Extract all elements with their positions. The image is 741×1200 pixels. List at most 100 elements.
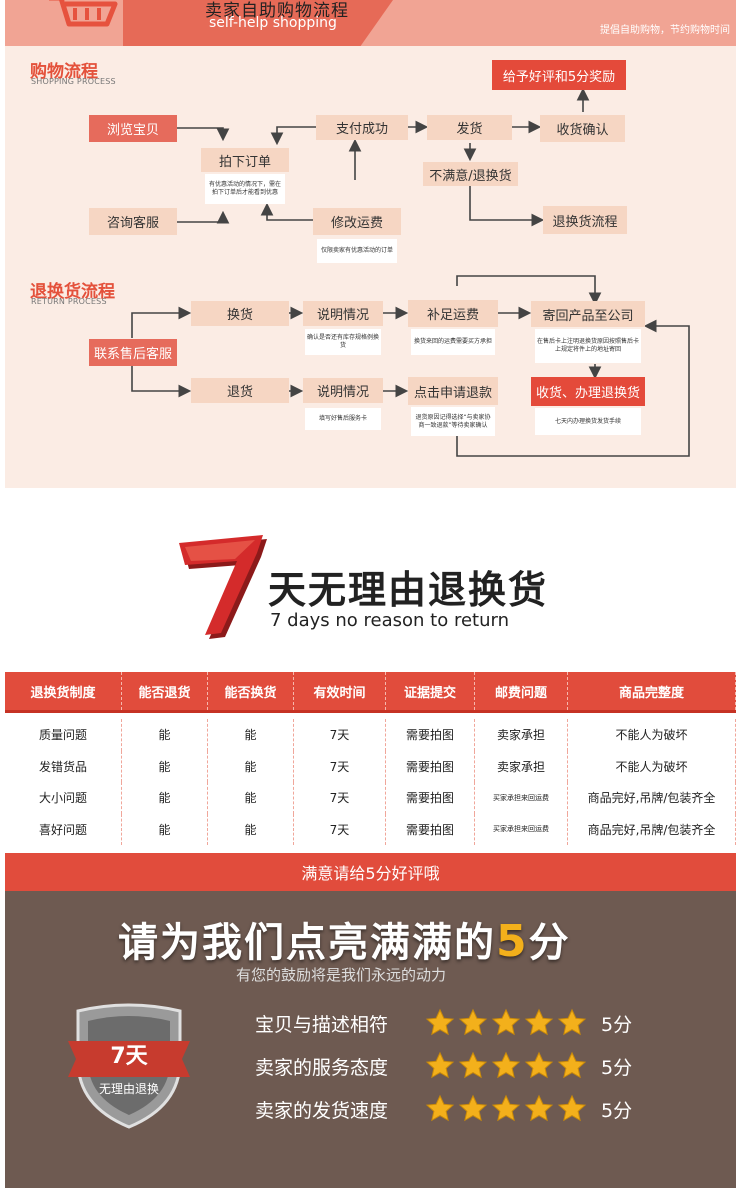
star-rating — [425, 1051, 587, 1081]
return-policy-table: 退换货制度 能否退货 能否换货 有效时间 证据提交 邮费问题 商品完整度 质量问… — [5, 672, 736, 850]
header-valid-time: 有效时间 — [294, 672, 386, 710]
table-row: 质量问题 能 能 7天 需要拍图 卖家承担 不能人为破坏 — [5, 719, 736, 751]
explain-situation-refund-note: 填写好售后服务卡 — [305, 408, 381, 430]
header-postage: 邮费问题 — [475, 672, 568, 710]
receive-refund-step: 收货、办理退换货 — [531, 377, 645, 406]
ship-step: 发货 — [427, 115, 512, 140]
table-cell: 卖家承担 — [475, 750, 568, 782]
process-panel: 购物流程 SHOPPING PROCESS 浏览宝贝 咨询客服 拍下订单 有优惠… — [5, 46, 736, 488]
table-cell: 喜好问题 — [5, 813, 122, 845]
table-cell: 买家承担来回运费 — [475, 782, 568, 814]
apply-refund-note: 退货原因记得选择“与卖家协商一致退款”等待卖家确认 — [411, 407, 495, 436]
place-order-note: 有优惠活动的情况下，需在拍下订单后才能看到优惠 — [205, 174, 285, 204]
star-icon — [491, 1094, 521, 1122]
banner-accent — [123, 0, 393, 46]
star-icon — [491, 1008, 521, 1036]
table-cell: 7天 — [294, 719, 386, 751]
review-reward-step: 给予好评和5分奖励 — [492, 60, 626, 90]
table-cell: 商品完好,吊牌/包装齐全 — [568, 813, 736, 845]
rating-title-five: 5 — [496, 916, 529, 967]
seven-days-subtitle: 7 days no reason to return — [270, 610, 509, 631]
table-cell: 能 — [208, 719, 294, 751]
rating-score: 5分 — [601, 1056, 633, 1079]
table-cell: 7天 — [294, 782, 386, 814]
table-cell: 能 — [122, 750, 208, 782]
star-icon — [458, 1094, 488, 1122]
consult-step: 咨询客服 — [89, 208, 177, 235]
table-cell: 7天 — [294, 813, 386, 845]
rating-row: 卖家的发货速度 5分 — [255, 1094, 632, 1124]
table-cell: 不能人为破坏 — [568, 719, 736, 751]
table-cell: 能 — [122, 782, 208, 814]
rating-label: 卖家的发货速度 — [255, 1099, 389, 1122]
rating-title-end: 分 — [528, 920, 571, 966]
table-cell: 需要拍图 — [386, 813, 475, 845]
rating-title: 请为我们点亮满满的5分 — [118, 910, 571, 968]
rating-label: 卖家的服务态度 — [255, 1056, 389, 1079]
modify-shipping-step: 修改运费 — [313, 208, 401, 235]
table-row: 大小问题 能 能 7天 需要拍图 买家承担来回运费 商品完好,吊牌/包装齐全 — [5, 782, 736, 814]
apply-refund-step: 点击申请退款 — [408, 377, 498, 405]
rating-subtitle: 有您的鼓励将是我们永远的动力 — [236, 966, 447, 984]
star-icon — [458, 1051, 488, 1079]
modify-shipping-note: 仅限卖家有优惠活动的订单 — [317, 239, 397, 263]
banner-slogan: 提倡自助购物，节约购物时间 — [600, 25, 730, 36]
shopping-process-subtitle: SHOPPING PROCESS — [31, 77, 116, 86]
star-icon — [425, 1008, 455, 1036]
pay-shipping-note: 换货来回的运费需要买方承担 — [411, 329, 495, 355]
explain-situation-refund: 说明情况 — [303, 378, 383, 403]
badge-top-text: 7天 — [110, 1044, 148, 1069]
header-can-return: 能否退货 — [122, 672, 208, 710]
payment-success-step: 支付成功 — [316, 115, 408, 140]
return-process-subtitle: RETURN PROCESS — [31, 297, 107, 306]
table-row: 发错货品 能 能 7天 需要拍图 卖家承担 不能人为破坏 — [5, 750, 736, 782]
banner-title: 卖家自助购物流程 — [205, 1, 349, 21]
receive-refund-note: 七天内办理换货发货手续 — [535, 408, 641, 435]
header-integrity: 商品完整度 — [568, 672, 736, 710]
star-icon — [458, 1008, 488, 1036]
rating-row: 宝贝与描述相符 5分 — [255, 1008, 632, 1038]
badge-bottom-text: 无理由退换 — [99, 1082, 159, 1096]
confirm-receipt-step: 收货确认 — [540, 115, 625, 142]
star-icon — [557, 1008, 587, 1036]
explain-situation-exchange-note: 确认是否还有库存规格例换货 — [305, 329, 381, 355]
table-cell: 需要拍图 — [386, 782, 475, 814]
header-evidence: 证据提交 — [386, 672, 475, 710]
table-cell: 卖家承担 — [475, 719, 568, 751]
contact-aftersales-step: 联系售后客服 — [89, 339, 177, 366]
return-flow-step: 退换货流程 — [543, 206, 627, 234]
header-policy: 退换货制度 — [5, 672, 122, 710]
table-cell: 能 — [208, 813, 294, 845]
table-cell: 能 — [208, 782, 294, 814]
star-rating — [425, 1008, 587, 1038]
place-order-step: 拍下订单 — [201, 148, 289, 172]
star-rating — [425, 1094, 587, 1124]
explain-situation-exchange: 说明情况 — [303, 301, 383, 326]
table-cell: 7天 — [294, 750, 386, 782]
table-cell: 不能人为破坏 — [568, 750, 736, 782]
send-back-step: 寄回产品至公司 — [531, 301, 645, 327]
table-cell: 需要拍图 — [386, 719, 475, 751]
rating-label: 宝贝与描述相符 — [255, 1013, 389, 1036]
table-cell: 能 — [208, 750, 294, 782]
table-cell: 能 — [122, 813, 208, 845]
star-icon — [491, 1051, 521, 1079]
exchange-step: 换货 — [191, 301, 289, 326]
shopping-cart-icon — [49, 0, 118, 27]
rating-score: 5分 — [601, 1013, 633, 1036]
unhappy-return-step: 不满意/退换货 — [423, 162, 518, 186]
table-cell: 大小问题 — [5, 782, 122, 814]
seven-days-title: 天无理由退换货 — [268, 568, 549, 612]
table-footer-banner: 满意请给5分好评哦 — [5, 853, 736, 891]
table-cell: 买家承担来回运费 — [475, 813, 568, 845]
table-header: 退换货制度 能否退货 能否换货 有效时间 证据提交 邮费问题 商品完整度 — [5, 672, 736, 713]
header-can-exchange: 能否换货 — [208, 672, 294, 710]
table-cell: 需要拍图 — [386, 750, 475, 782]
rating-score: 5分 — [601, 1099, 633, 1122]
star-icon — [425, 1051, 455, 1079]
pay-shipping-step: 补足运费 — [408, 300, 498, 327]
rating-title-main: 请为我们点亮满满的 — [118, 920, 496, 966]
banner-subtitle: self-help shopping — [209, 15, 337, 31]
star-icon — [557, 1051, 587, 1079]
header-banner: 卖家自助购物流程 self-help shopping 提倡自助购物，节约购物时… — [5, 0, 736, 46]
